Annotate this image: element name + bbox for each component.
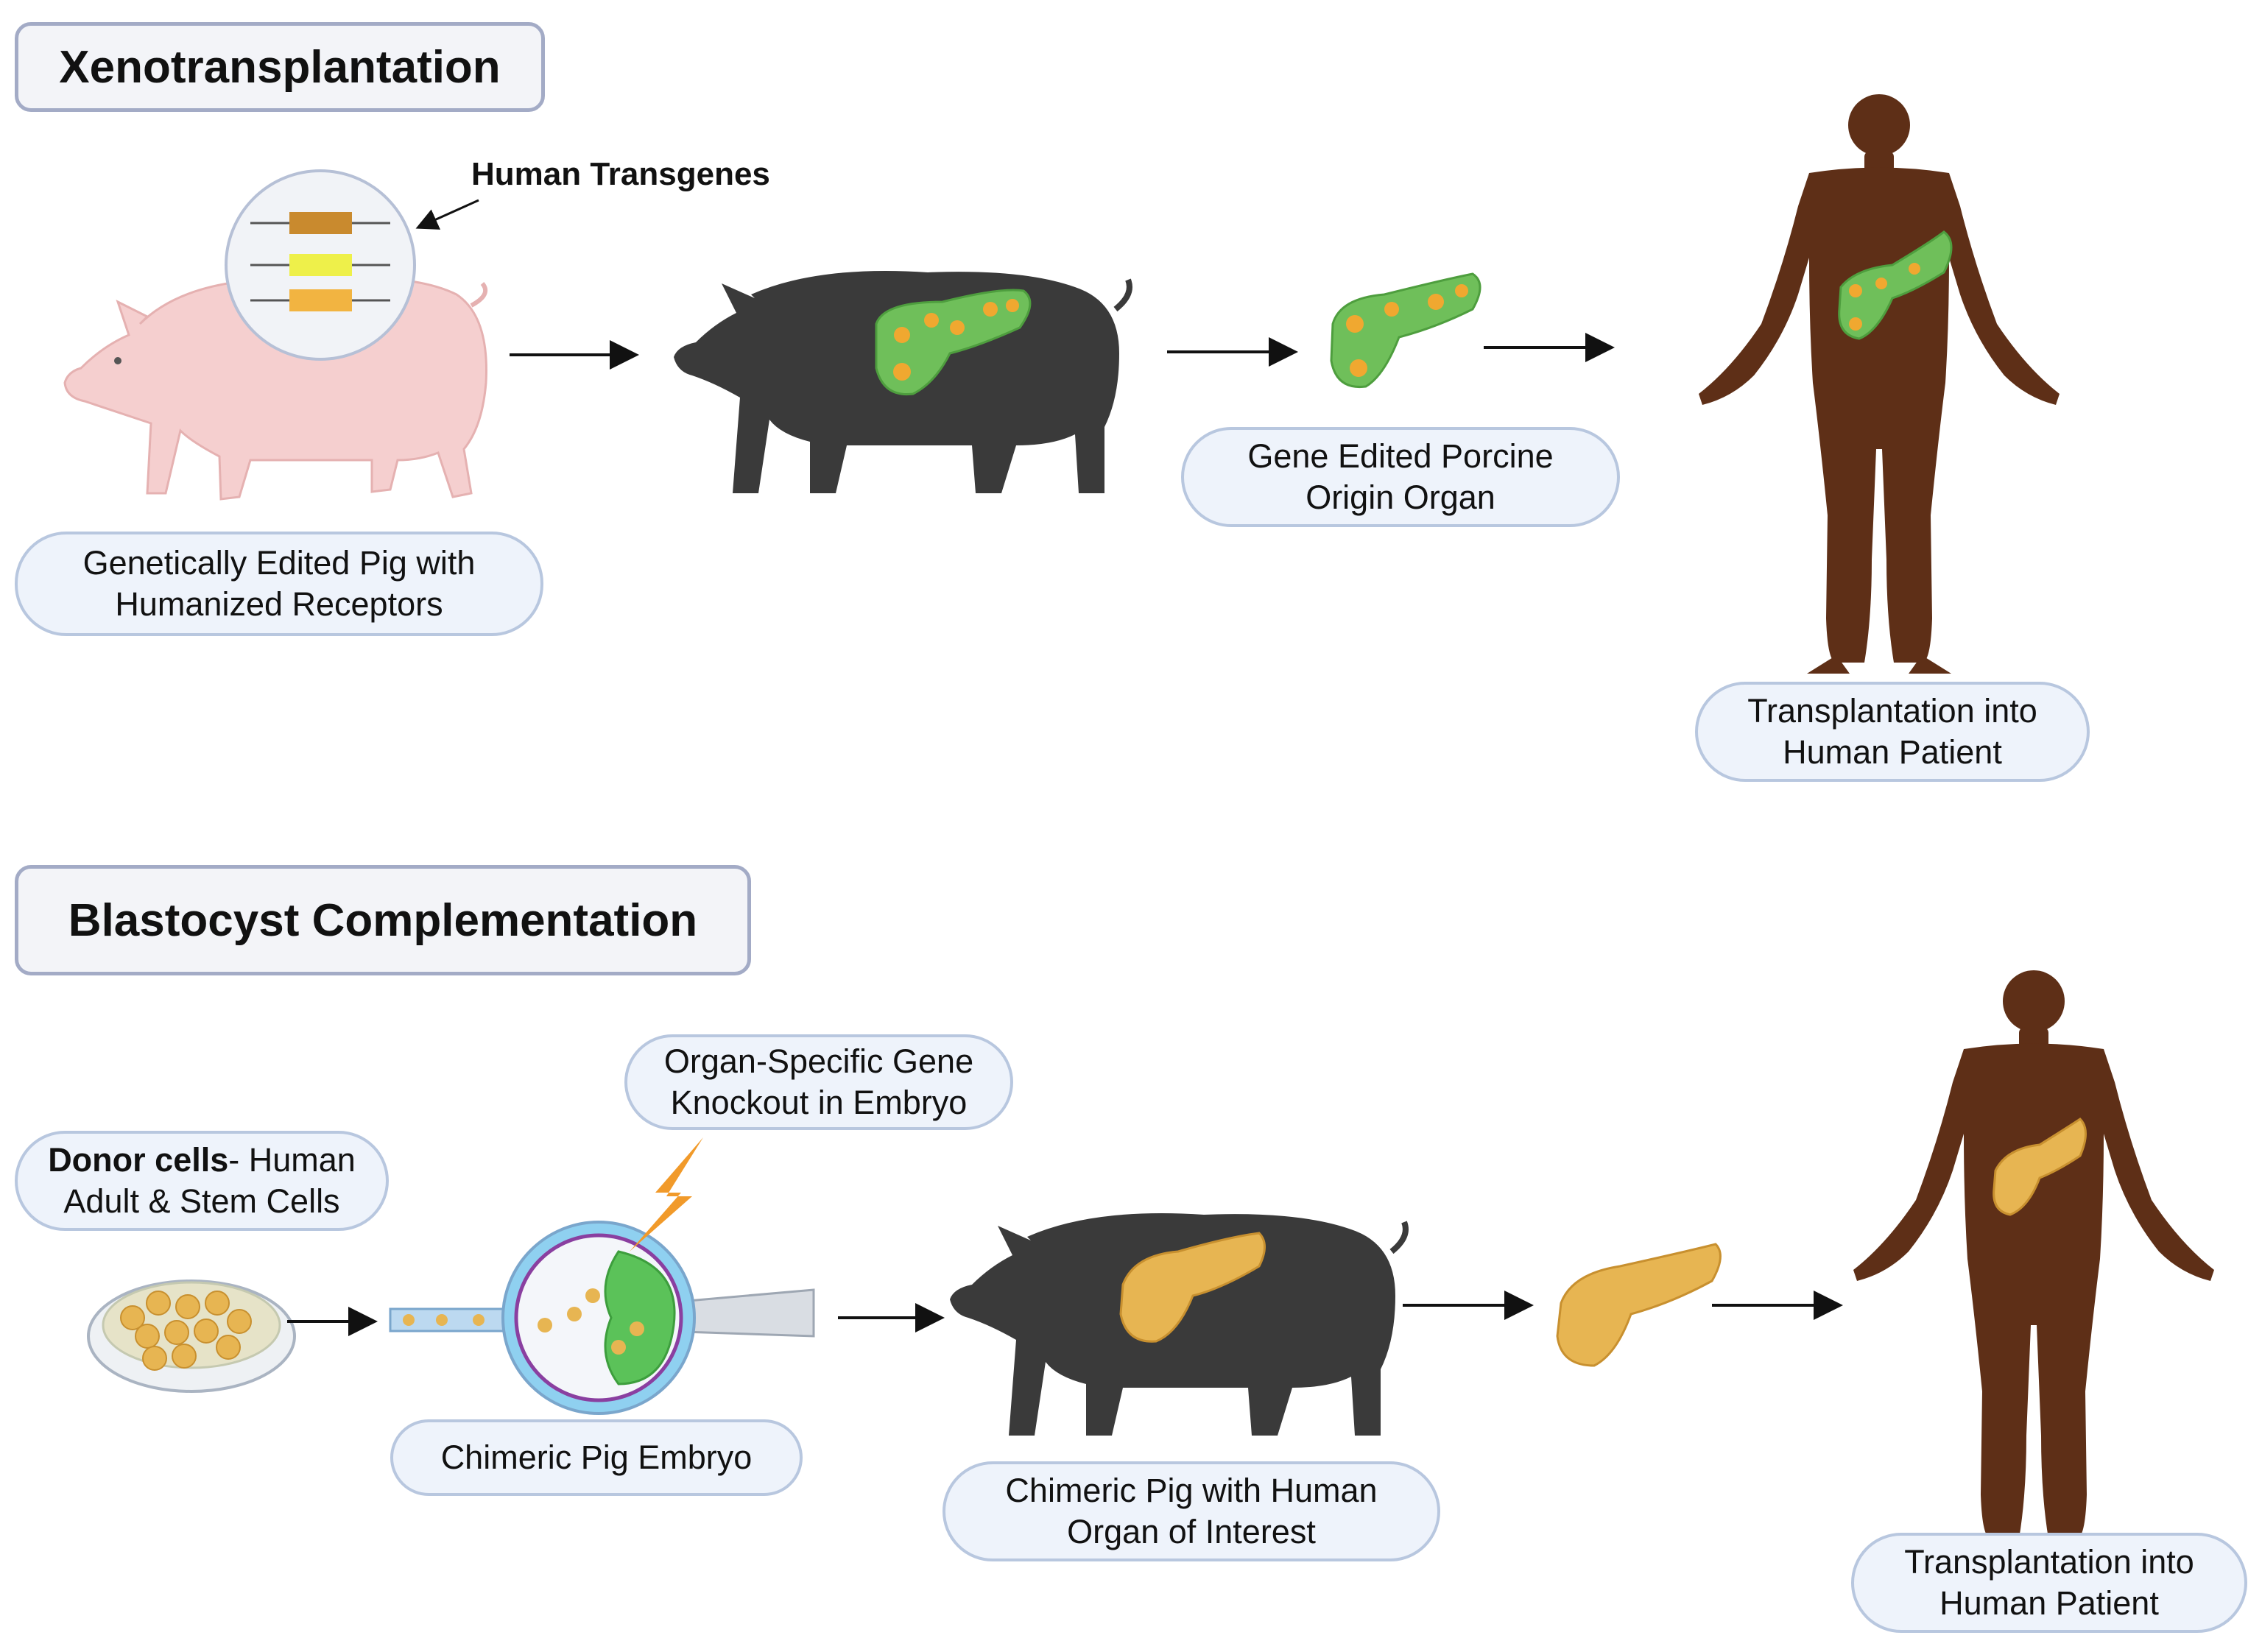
petri-dish-illustration [87,1279,296,1393]
human-patient-figure-2 [1853,970,2214,1550]
label-chimeric-pig: Chimeric Pig with Human Organ of Interes… [942,1461,1440,1561]
label-transplant-blasto: Transplantation into Human Patient [1851,1533,2247,1633]
transgene-bubble [225,169,416,361]
label-transplant-xeno: Transplantation into Human Patient [1695,682,2090,782]
label-donor-cells: Donor cells- Human Adult & Stem Cells [15,1131,389,1231]
human-transgenes-label: Human Transgenes [471,156,770,192]
label-chimeric-embryo: Chimeric Pig Embryo [390,1419,803,1496]
human-patient-figure [1699,94,2060,674]
green-pancreas-organ [1330,272,1481,389]
blasto-title-box: Blastocyst Complementation [15,865,751,975]
xeno-title-box: Xenotransplantation [15,22,545,112]
green-pancreas-in-human [1838,230,1953,340]
gold-pancreas-in-pig [1119,1232,1266,1343]
gold-pancreas-organ [1556,1243,1722,1367]
blasto-title: Blastocyst Complementation [68,894,698,946]
gold-pancreas-in-human [1993,1118,2087,1216]
xeno-title: Xenotransplantation [59,41,501,93]
label-edited-pig: Genetically Edited Pig with Humanized Re… [15,532,543,636]
label-porcine-organ: Gene Edited Porcine Origin Organ [1181,427,1620,527]
green-pancreas-in-pig [875,289,1032,396]
label-knockout: Organ-Specific Gene Knockout in Embryo [624,1034,1013,1130]
lightning-bolt-icon [630,1137,703,1252]
micropipette-and-embryo [389,1221,815,1415]
